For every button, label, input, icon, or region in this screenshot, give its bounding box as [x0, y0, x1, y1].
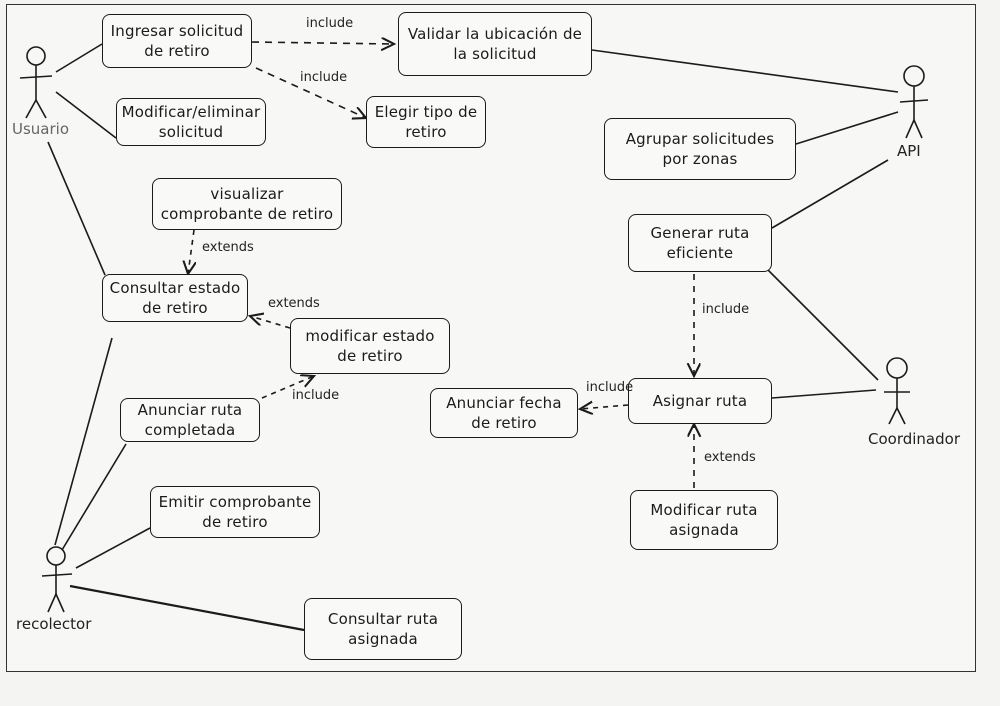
actor-coordinador-figure: [884, 357, 910, 425]
relation-label-include-anunciar-fecha: include: [586, 380, 634, 395]
actor-coordinador-label: Coordinador: [868, 430, 960, 448]
usecase-generar-ruta: Generar ruta eficiente: [628, 214, 772, 272]
actor-api-figure: [899, 65, 929, 139]
usecase-anunciar-completada: Anunciar ruta completada: [120, 398, 260, 442]
usecase-visualizar-comprobante: visualizar comprobante de retiro: [152, 178, 342, 230]
relation-label-extends-visualizar: extends: [202, 240, 254, 255]
dep-extends-modificar-estado: [250, 316, 291, 329]
usecase-elegir-tipo: Elegir tipo de retiro: [366, 96, 486, 148]
assoc-recolector-emitir: [75, 527, 151, 569]
assoc-api-validar: [591, 49, 899, 93]
usecase-anunciar-fecha: Anunciar fecha de retiro: [430, 388, 578, 438]
actor-usuario-figure: [19, 46, 53, 119]
assoc-coordinador-generar: [767, 269, 879, 381]
assoc-usuario-ingresar: [55, 43, 103, 73]
usecase-modificar-eliminar: Modificar/eliminar solicitud: [116, 98, 266, 146]
relation-label-include-anunciar-completada: include: [292, 388, 340, 403]
usecase-agrupar-solicitudes: Agrupar solicitudes por zonas: [604, 118, 796, 180]
assoc-recolector-consultar-ruta: [69, 584, 305, 632]
dep-extends-visualizar: [188, 229, 194, 274]
assoc-recolector-anunciar: [61, 443, 127, 551]
actor-recolector-label: recolector: [16, 615, 92, 633]
relation-label-include-generar-asignar: include: [702, 302, 750, 317]
assoc-recolector-consultar: [54, 337, 113, 546]
usecase-validar-ubicacion: Validar la ubicación de la solicitud: [398, 12, 592, 76]
dep-include-validar: [251, 42, 394, 44]
usecase-consultar-ruta: Consultar ruta asignada: [304, 598, 462, 660]
usecase-modificar-ruta: Modificar ruta asignada: [630, 490, 778, 550]
actor-recolector-figure: [41, 546, 73, 613]
relation-label-include-validar: include: [306, 16, 354, 31]
assoc-usuario-consultar: [47, 141, 106, 276]
assoc-api-generar: [771, 159, 889, 229]
usecase-emitir-comprobante: Emitir comprobante de retiro: [150, 486, 320, 538]
actor-api-label: API: [897, 142, 921, 160]
usecase-consultar-estado: Consultar estado de retiro: [102, 274, 248, 322]
usecase-ingresar-solicitud: Ingresar solicitud de retiro: [102, 14, 252, 68]
assoc-coordinador-asignar: [771, 389, 877, 399]
relation-label-extends-modificar-estado: extends: [268, 296, 320, 311]
relation-label-include-elegir: include: [300, 70, 348, 85]
relation-label-extends-modificar-ruta: extends: [704, 450, 756, 465]
actor-usuario-label: Usuario: [12, 120, 70, 138]
dep-include-anunciar-fecha: [580, 405, 629, 409]
assoc-usuario-modificar: [55, 91, 117, 139]
usecase-modificar-estado: modificar estado de retiro: [290, 318, 450, 374]
assoc-api-agrupar: [795, 111, 899, 145]
usecase-asignar-ruta: Asignar ruta: [628, 378, 772, 424]
